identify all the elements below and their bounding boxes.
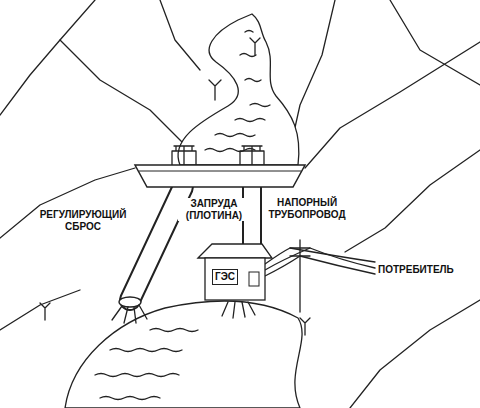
tree bbox=[40, 303, 50, 320]
node-outline bbox=[135, 165, 305, 187]
power-line bbox=[265, 256, 375, 276]
mountain-ridge bbox=[60, 40, 190, 150]
dam-node: ЗАПРУДА (ПЛОТИНА) bbox=[135, 165, 305, 187]
spillway-label: РЕГУЛИРУЮЩИЙ СБРОС bbox=[36, 209, 130, 232]
reservoir-wave bbox=[245, 31, 253, 33]
dam-body bbox=[135, 165, 305, 187]
house-wall bbox=[205, 258, 265, 300]
river-wave bbox=[95, 374, 179, 377]
powerhouse-node: ГЭС bbox=[205, 258, 265, 300]
reservoir-wave bbox=[250, 104, 270, 107]
spillway-pipe bbox=[130, 187, 183, 300]
mountain-ridge bbox=[0, 290, 80, 330]
pipe-label: НАПОРНЫЙ ТРУБОПРОВОД bbox=[268, 197, 346, 220]
gate-frame bbox=[172, 146, 196, 165]
river-wave bbox=[150, 329, 198, 332]
mountain-ridge bbox=[345, 150, 480, 252]
node-heading: ЗАПРУДА (ПЛОТИНА) bbox=[178, 198, 250, 221]
reservoir-wave bbox=[245, 79, 261, 82]
river-bank bbox=[65, 301, 302, 408]
mountain-ridge bbox=[305, 42, 480, 168]
water-splash bbox=[222, 302, 255, 318]
tree bbox=[209, 80, 221, 100]
water-splash bbox=[112, 305, 147, 323]
spillway-pipe bbox=[130, 187, 183, 300]
reservoir-bank bbox=[178, 14, 299, 165]
house-window bbox=[249, 272, 259, 286]
house-roof bbox=[198, 244, 272, 258]
node-heading: ГЭС bbox=[212, 269, 238, 285]
reservoir-wave bbox=[240, 54, 256, 57]
mountain-ridge bbox=[350, 300, 480, 408]
mountain-ridge bbox=[390, 0, 480, 85]
mountain-ridge bbox=[0, 168, 135, 238]
consumer-label: ПОТРЕБИТЕЛЬ bbox=[378, 264, 478, 276]
reservoir-wave bbox=[235, 119, 265, 122]
mountain-ridge bbox=[0, 0, 95, 115]
dam-crest bbox=[139, 171, 301, 172]
river-wave bbox=[100, 397, 160, 400]
mountain-ridge bbox=[160, 0, 200, 70]
reservoir-wave bbox=[215, 134, 255, 137]
mountain-ridge bbox=[290, 0, 335, 150]
river-wave bbox=[110, 349, 182, 352]
gate-frame bbox=[240, 146, 264, 165]
tree bbox=[250, 38, 260, 55]
